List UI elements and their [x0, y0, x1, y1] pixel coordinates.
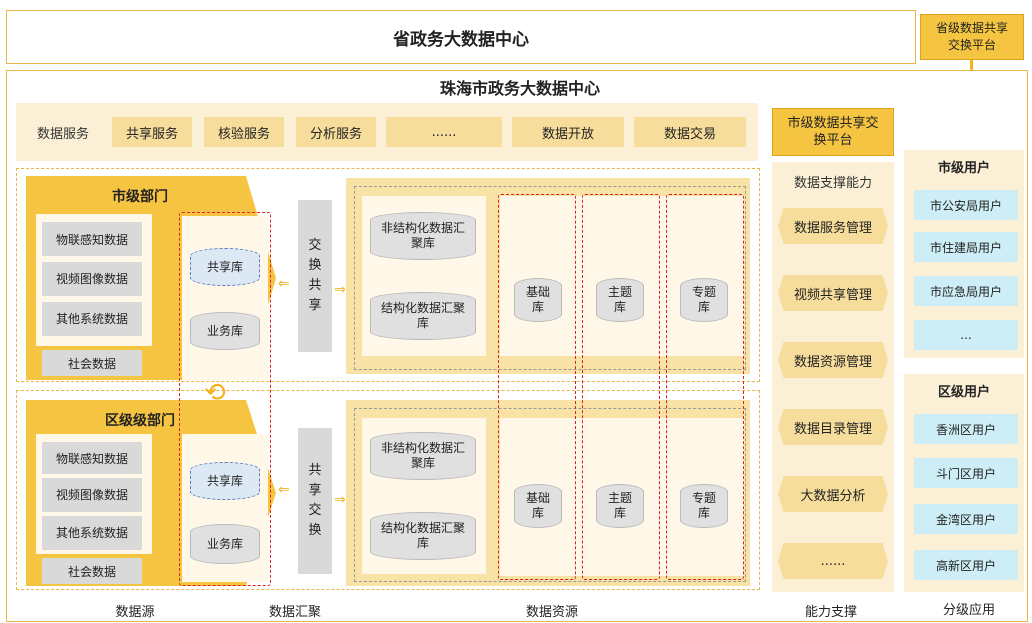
- district-user-doumen[interactable]: 斗门区用户: [914, 458, 1018, 488]
- footer-data-aggregation: 数据汇聚: [268, 604, 321, 620]
- district-exchange-arrow-right: ⇒: [334, 492, 346, 508]
- aggregation-red-frame: [179, 212, 271, 586]
- district-user-gaoxin[interactable]: 高新区用户: [914, 550, 1018, 580]
- city-exchange-box: 交换共享: [298, 200, 332, 352]
- city-platform-box: 市级数据共享交换平台: [772, 108, 894, 156]
- city-source-iot: 物联感知数据: [42, 222, 142, 256]
- support-item-catalog[interactable]: 数据目录管理: [778, 409, 888, 445]
- district-source-social: 社会数据: [42, 558, 142, 584]
- support-item-video-share[interactable]: 视频共享管理: [778, 275, 888, 311]
- district-source-iot: 物联感知数据: [42, 442, 142, 474]
- district-users-title: 区级用户: [937, 384, 990, 400]
- support-item-data-service[interactable]: 数据服务管理: [778, 208, 888, 244]
- district-dept-frame: [16, 390, 760, 590]
- support-item-more[interactable]: ......: [778, 543, 888, 579]
- city-dept-title: 市级部门: [112, 189, 168, 205]
- service-open[interactable]: 数据开放: [512, 117, 624, 147]
- sync-arrows-icon: ⟲: [204, 378, 226, 408]
- province-platform-box: 省级数据共享交换平台: [920, 14, 1024, 60]
- city-user-more[interactable]: ...: [914, 320, 1018, 350]
- district-theme-lib: 主题库: [596, 484, 644, 528]
- district-unstruct-db: 非结构化数据汇聚库: [370, 432, 476, 480]
- district-resource-dashed: [354, 408, 746, 582]
- city-exchange-arrow-left: ⇐: [278, 276, 290, 292]
- city-exchange-label: 交换共享: [308, 238, 322, 313]
- data-services-label: 数据服务: [36, 126, 89, 142]
- service-trade[interactable]: 数据交易: [634, 117, 746, 147]
- city-source-video: 视频图像数据: [42, 262, 142, 296]
- city-special-lib: 专题库: [680, 278, 728, 322]
- city-struct-db: 结构化数据汇聚库: [370, 292, 476, 340]
- city-unstruct-db: 非结构化数据汇聚库: [370, 212, 476, 260]
- district-exchange-label: 共享交换: [308, 463, 322, 538]
- district-exchange-arrow-left: ⇐: [278, 482, 290, 498]
- district-shared-db: 共享库: [190, 462, 260, 500]
- district-special-lib: 专题库: [680, 484, 728, 528]
- footer-capability: 能力支撑: [804, 604, 857, 620]
- theme-lib-red-frame: [582, 194, 660, 580]
- special-lib-red-frame: [666, 194, 744, 580]
- footer-application: 分级应用: [942, 602, 995, 618]
- city-theme-lib: 主题库: [596, 278, 644, 322]
- district-exchange-box: 共享交换: [298, 428, 332, 574]
- district-dept-title: 区级级部门: [105, 413, 175, 429]
- city-source-other: 其他系统数据: [42, 302, 142, 336]
- support-item-resource[interactable]: 数据资源管理: [778, 342, 888, 378]
- service-analysis[interactable]: 分析服务: [296, 117, 376, 147]
- district-source-other: 其他系统数据: [42, 516, 142, 550]
- city-platform-label: 市级数据共享交换平台: [787, 116, 879, 148]
- district-base-lib: 基础库: [514, 484, 562, 528]
- city-user-emergency[interactable]: 市应急局用户: [914, 276, 1018, 306]
- city-source-social: 社会数据: [42, 350, 142, 376]
- district-business-db: 业务库: [190, 524, 260, 564]
- province-title: 省政务大数据中心: [393, 29, 529, 50]
- city-user-police[interactable]: 市公安局用户: [914, 190, 1018, 220]
- city-user-housing[interactable]: 市住建局用户: [914, 232, 1018, 262]
- city-business-db: 业务库: [190, 312, 260, 350]
- district-struct-db: 结构化数据汇聚库: [370, 512, 476, 560]
- city-center-title: 珠海市政务大数据中心: [439, 79, 600, 98]
- base-lib-red-frame: [498, 194, 576, 580]
- district-user-jinwan[interactable]: 金湾区用户: [914, 504, 1018, 534]
- service-verify[interactable]: 核验服务: [204, 117, 284, 147]
- support-item-analysis[interactable]: 大数据分析: [778, 476, 888, 512]
- district-source-video: 视频图像数据: [42, 478, 142, 512]
- city-users-title: 市级用户: [937, 160, 990, 176]
- service-share[interactable]: 共享服务: [112, 117, 192, 147]
- province-platform-label: 省级数据共享交换平台: [935, 21, 1008, 52]
- city-dept-frame: [16, 168, 760, 382]
- service-more[interactable]: ......: [386, 117, 502, 147]
- city-base-lib: 基础库: [514, 278, 562, 322]
- footer-data-resource: 数据资源: [525, 604, 578, 620]
- support-title: 数据支撑能力: [793, 175, 872, 191]
- city-lib-panel: [500, 196, 744, 356]
- city-shared-db: 共享库: [190, 248, 260, 286]
- district-user-xiangzhou[interactable]: 香洲区用户: [914, 414, 1018, 444]
- city-resource-dashed: [354, 186, 746, 370]
- city-aggregate-panel: [182, 216, 268, 380]
- province-center-banner: 省政务大数据中心: [6, 10, 916, 64]
- footer-data-source: 数据源: [115, 604, 155, 620]
- city-exchange-arrow-right: ⇒: [334, 282, 346, 298]
